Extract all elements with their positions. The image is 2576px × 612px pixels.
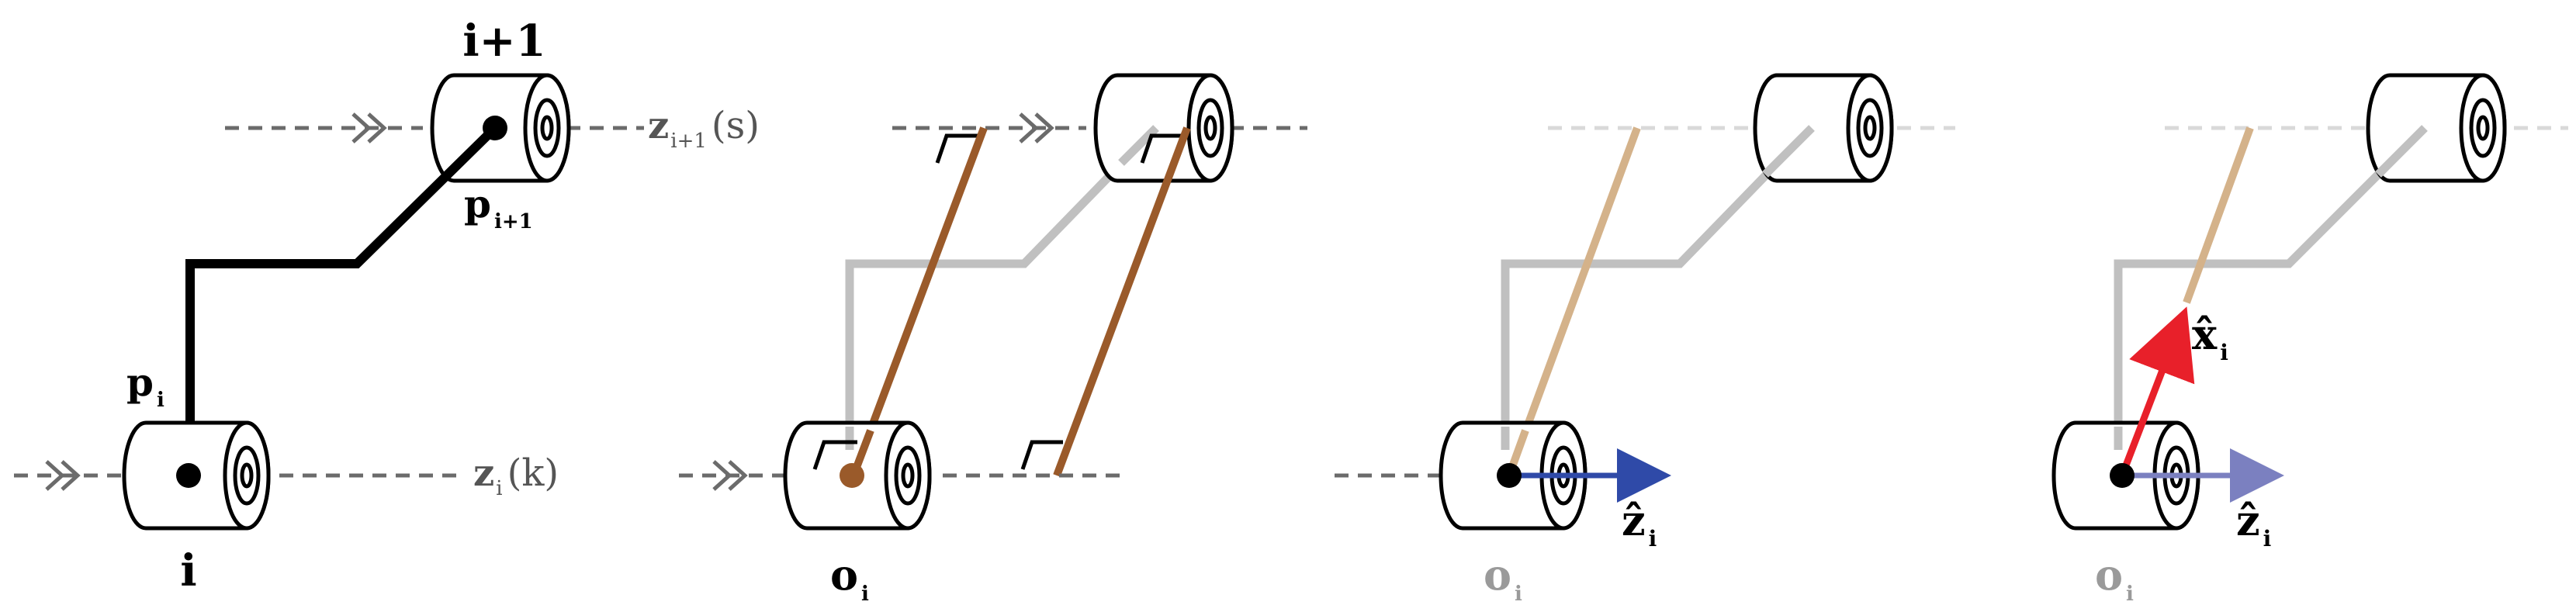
right-angle-mark-top-left bbox=[935, 133, 979, 164]
common-normal-line-faded bbox=[1505, 126, 1641, 477]
axis-bottom-chevron-icon bbox=[45, 460, 81, 491]
axis-top-chevron-icon bbox=[1019, 112, 1054, 143]
right-angle-mark-bottom-left bbox=[812, 440, 857, 470]
x-axis-arrow bbox=[2118, 306, 2195, 477]
axis-top-chevron-icon bbox=[351, 112, 387, 143]
label-x-hat: x̂i bbox=[2192, 309, 2228, 365]
label-axis-bottom: zi(k) bbox=[473, 451, 559, 500]
link-chain bbox=[185, 124, 499, 427]
common-normal-line bbox=[850, 126, 988, 477]
gray-link-over-top bbox=[1762, 125, 1815, 178]
common-normal-line-shifted bbox=[1053, 126, 1191, 477]
link-chain-gray bbox=[1501, 125, 1815, 427]
origin-dot bbox=[1497, 463, 1522, 488]
gray-link-over-top bbox=[2375, 125, 2428, 178]
origin-dot bbox=[840, 463, 864, 488]
common-normal-line-faded bbox=[2183, 126, 2254, 304]
right-angle-mark-bottom-right bbox=[1020, 440, 1063, 470]
label-axis-top: zi+1(s) bbox=[648, 104, 760, 153]
joint-top-dot bbox=[483, 116, 507, 140]
axis-bottom-chevron-icon bbox=[712, 460, 748, 491]
label-joint-bottom: i bbox=[180, 545, 196, 596]
joint-bottom-dot bbox=[176, 463, 201, 488]
right-angle-mark-top-right bbox=[1140, 133, 1181, 164]
label-joint-top: i+1 bbox=[462, 16, 545, 67]
origin-dot bbox=[2110, 463, 2135, 488]
joint-top-cylinder-icon bbox=[1093, 73, 1234, 183]
